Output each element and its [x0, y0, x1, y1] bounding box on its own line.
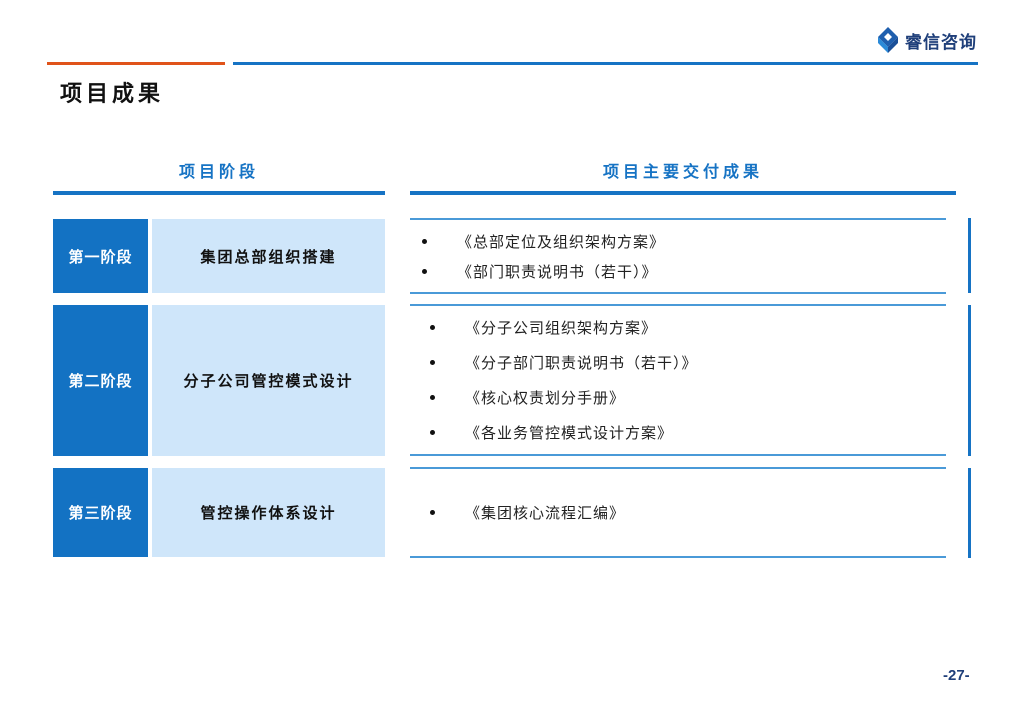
- stage-tag: 第二阶段: [53, 305, 148, 456]
- deliverables-box-1: 《总部定位及组织架构方案》 《部门职责说明书（若干）》: [410, 218, 946, 294]
- deliverable-item: 《分子公司组织架构方案》: [430, 310, 946, 345]
- deliverables-side-bar: [968, 305, 971, 456]
- deliverable-item: 《总部定位及组织架构方案》: [422, 226, 946, 256]
- deliverable-item: 《各业务管控模式设计方案》: [430, 415, 946, 450]
- stage-name: 管控操作体系设计: [152, 468, 385, 557]
- bullet-icon: [430, 430, 435, 435]
- stage-name: 分子公司管控模式设计: [152, 305, 385, 456]
- deliverables-side-bar: [968, 468, 971, 558]
- deliverable-item: 《部门职责说明书（若干）》: [422, 256, 946, 286]
- bullet-icon: [430, 360, 435, 365]
- deliverable-item: 《核心权责划分手册》: [430, 380, 946, 415]
- deliverable-item: 《集团核心流程汇编》: [430, 495, 946, 530]
- deliverable-item: 《分子部门职责说明书（若干）》: [430, 345, 946, 380]
- deliverables-column-header: 项目主要交付成果: [602, 162, 763, 181]
- stage-tag: 第一阶段: [53, 219, 148, 293]
- header-accent-line-blue: [233, 62, 978, 65]
- deliverables-box-3: 《集团核心流程汇编》: [410, 467, 946, 558]
- stage-row-1: 第一阶段 集团总部组织搭建: [53, 219, 385, 293]
- deliverables-side-bar: [968, 218, 971, 293]
- stage-tag: 第三阶段: [53, 468, 148, 557]
- bullet-icon: [430, 395, 435, 400]
- header-accent-line-orange: [47, 62, 225, 65]
- bullet-icon: [430, 325, 435, 330]
- page-number: -27-: [943, 667, 970, 684]
- stage-header-rule: [53, 191, 385, 195]
- deliverables-header-rule: [410, 191, 956, 195]
- stage-name: 集团总部组织搭建: [152, 219, 385, 293]
- bullet-icon: [422, 238, 427, 244]
- stage-row-2: 第二阶段 分子公司管控模式设计: [53, 305, 385, 456]
- stage-row-3: 第三阶段 管控操作体系设计: [53, 468, 385, 557]
- diamond-logo-icon: [877, 26, 899, 54]
- stage-column-header: 项目阶段: [178, 162, 259, 181]
- page-title: 项目成果: [60, 81, 165, 107]
- brand-logo: 睿信咨询: [877, 25, 977, 55]
- bullet-icon: [430, 510, 435, 515]
- bullet-icon: [422, 268, 427, 274]
- brand-name: 睿信咨询: [905, 32, 977, 53]
- deliverables-box-2: 《分子公司组织架构方案》 《分子部门职责说明书（若干）》 《核心权责划分手册》 …: [410, 304, 946, 456]
